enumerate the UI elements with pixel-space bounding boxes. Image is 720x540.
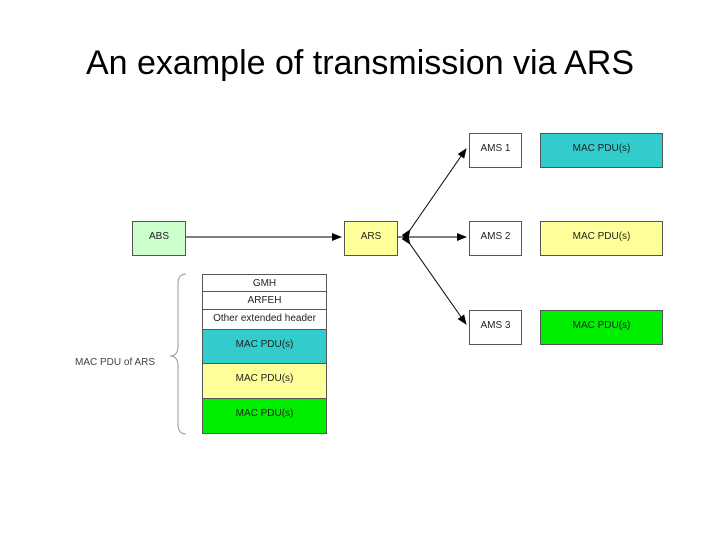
ars-label: ARS [360,231,382,242]
ams3-payload-label: MAC PDU(s) [572,320,631,331]
ams1-payload: MAC PDU(s) [540,133,663,168]
stack-pdu-green: MAC PDU(s) [202,398,327,434]
stack-pdu-cyan-label: MAC PDU(s) [235,339,294,350]
stack-other-header: Other extended header [202,309,327,330]
ams2-payload-label: MAC PDU(s) [572,231,631,242]
ars-node: ARS [344,221,398,256]
ams3-node: AMS 3 [469,310,522,345]
stack-gmh-label: GMH [252,278,277,289]
stack-arfeh: ARFEH [202,291,327,310]
ars-ams1-link [401,148,467,240]
stack-pdu-green-label: MAC PDU(s) [235,408,294,419]
ams3-payload: MAC PDU(s) [540,310,663,345]
ams1-label: AMS 1 [480,143,511,154]
stack-label: MAC PDU of ARS [74,357,156,368]
stack-arfeh-label: ARFEH [247,295,282,306]
ams2-node: AMS 2 [469,221,522,256]
stack-other-header-label: Other extended header [213,313,316,324]
slide-title: An example of transmission via ARS [85,44,635,82]
stack-brace [169,273,187,435]
stack-pdu-cyan: MAC PDU(s) [202,329,327,364]
stack-gmh: GMH [202,274,327,292]
ams2-label: AMS 2 [480,231,511,242]
stack-pdu-yellow-label: MAC PDU(s) [235,373,294,384]
ams1-node: AMS 1 [469,133,522,168]
ars-ams3-link [401,234,467,325]
ams3-label: AMS 3 [480,320,511,331]
abs-label: ABS [148,231,169,242]
stack-pdu-yellow: MAC PDU(s) [202,363,327,399]
ams1-payload-label: MAC PDU(s) [572,143,631,154]
ams2-payload: MAC PDU(s) [540,221,663,256]
abs-node: ABS [132,221,186,256]
